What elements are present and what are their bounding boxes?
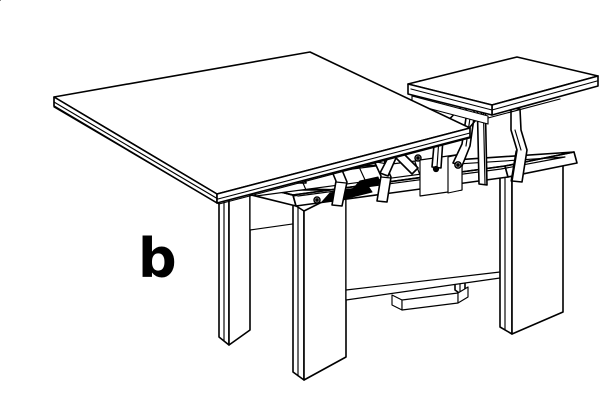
gas-spring-left-rod [351,176,381,191]
bottom-stretcher [345,271,501,311]
lift-panel [407,56,599,125]
leg-front-right [499,162,564,335]
main-tabletop [53,51,471,205]
leg-front-left [292,189,347,381]
lift-arm-main-right [510,107,528,183]
step-label: b [138,227,177,290]
leg-back-left [218,183,251,346]
